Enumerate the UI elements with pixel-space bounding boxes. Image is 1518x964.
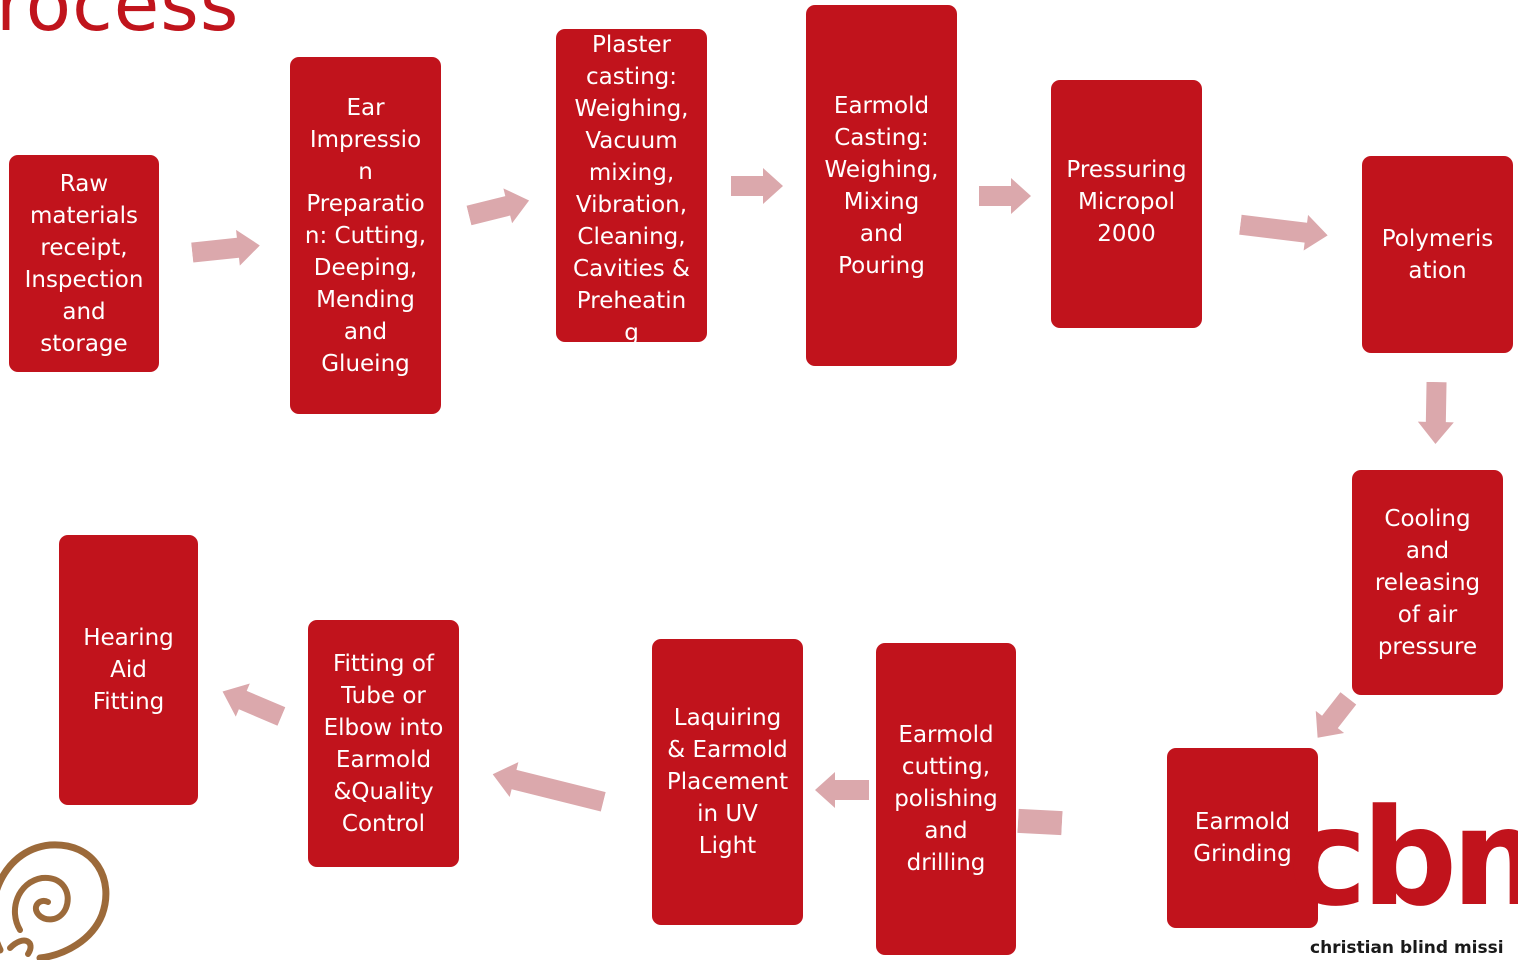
arrow-icon: [190, 228, 261, 271]
ear-logo-icon: [0, 830, 120, 964]
step-raw-materials: Raw materials receipt, Inspection and st…: [9, 155, 159, 372]
step-pressuring: Pressuring Micropol 2000: [1051, 80, 1202, 328]
step-polymerisation: Polymeris ation: [1362, 156, 1513, 353]
arrow-icon: [1017, 807, 1063, 837]
step-earmold-cutting: Earmold cutting, polishing and drilling: [876, 643, 1016, 955]
step-earmold-casting: Earmold Casting: Weighing, Mixing and Po…: [806, 5, 957, 366]
step-laquiring: Laquiring & Earmold Placement in UV Ligh…: [652, 639, 803, 925]
cbm-logo-subtitle: christian blind missi: [1310, 938, 1504, 958]
arrow-icon: [488, 757, 607, 820]
cbm-logo: cbm christian blind missi: [1288, 780, 1518, 958]
step-plaster-casting: Plaster casting: Weighing, Vacuum mixing…: [556, 29, 707, 342]
step-hearing-aid-fitting: Hearing Aid Fitting: [59, 535, 198, 805]
arrow-icon: [731, 168, 783, 204]
page-title: rocess: [0, 0, 240, 48]
arrow-icon: [216, 675, 289, 733]
arrow-icon: [979, 178, 1031, 214]
step-ear-impression: Ear Impressio n Preparatio n: Cutting, D…: [290, 57, 441, 414]
arrow-icon: [815, 772, 869, 808]
step-fitting-tube: Fitting of Tube or Elbow into Earmold &Q…: [308, 620, 459, 867]
arrow-icon: [465, 183, 534, 233]
step-cooling: Cooling and releasing of air pressure: [1352, 470, 1503, 695]
step-earmold-grinding: Earmold Grinding: [1167, 748, 1318, 928]
arrow-icon: [1417, 381, 1454, 445]
arrow-icon: [1238, 207, 1330, 253]
arrow-icon: [1303, 687, 1362, 749]
cbm-logo-letters: cbm: [1288, 780, 1518, 936]
